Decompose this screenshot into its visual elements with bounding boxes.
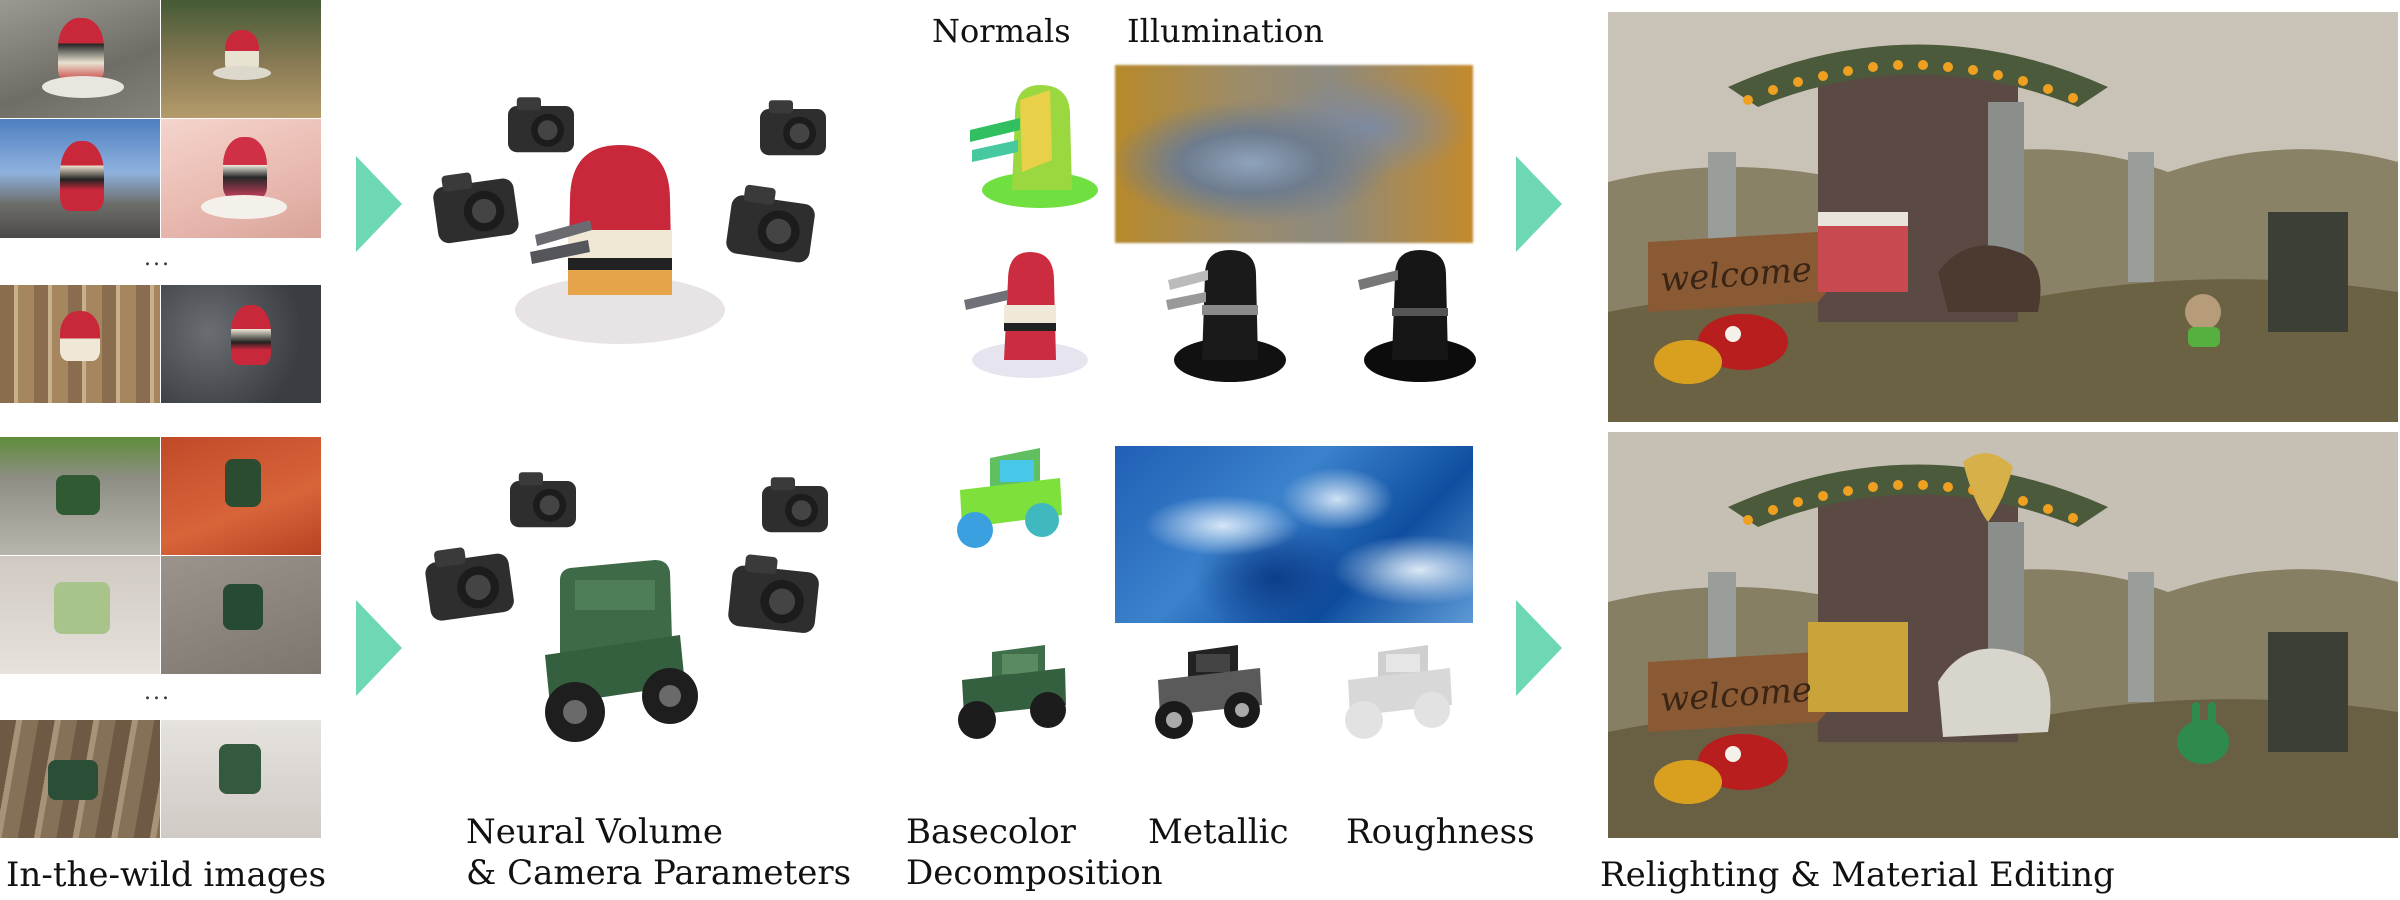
relighting-scene-bottom — [1608, 432, 2398, 838]
wild-photo-tractor-3 — [0, 556, 160, 674]
wild-photo-buoy-1 — [0, 0, 160, 118]
ellipsis-top: ... — [144, 246, 171, 271]
wild-photo-buoy-6 — [161, 285, 321, 403]
label-neural-volume-line2: & Camera Parameters — [466, 852, 852, 893]
wild-photo-tractor-6 — [161, 720, 321, 838]
wild-photo-buoy-5 — [0, 285, 160, 403]
camera-icon — [760, 100, 826, 156]
metallic-buoy — [1166, 250, 1286, 382]
wild-photo-tractor-2 — [161, 437, 321, 555]
camera-icon — [762, 477, 828, 533]
wild-photo-tractor-4 — [161, 556, 321, 674]
camera-icon — [422, 541, 516, 623]
arrow-right-icon — [356, 156, 402, 252]
camera-icon — [510, 472, 576, 528]
decomposition-panel — [957, 85, 1476, 739]
arrow-right-icon — [356, 600, 402, 696]
wild-photo-tractor-5 — [0, 720, 160, 838]
basecolor-buoy — [964, 252, 1088, 378]
label-basecolor-decomposition: Basecolor Decomposition — [906, 812, 1163, 894]
roughness-tractor — [1345, 645, 1452, 739]
arrow-right-icon — [1516, 600, 1562, 696]
illumination-map-bottom — [1115, 446, 1473, 623]
arrow-right-icon — [1516, 156, 1562, 252]
tractor-volume — [545, 560, 698, 742]
header-normals: Normals — [932, 12, 1071, 50]
wild-photo-buoy-3 — [0, 119, 160, 238]
basecolor-tractor — [958, 645, 1066, 739]
buoy-volume — [515, 145, 725, 344]
camera-icon — [508, 97, 574, 153]
wild-photo-buoy-2 — [161, 0, 321, 118]
normals-buoy — [970, 85, 1098, 208]
illumination-map-top — [1115, 65, 1473, 243]
wild-photo-buoy-4 — [161, 119, 321, 238]
neural-volume-panel — [422, 97, 828, 742]
label-in-the-wild-images: In-the-wild images — [6, 855, 327, 895]
camera-icon — [727, 552, 822, 635]
label-metallic: Metallic — [1148, 812, 1289, 852]
label-roughness: Roughness — [1346, 812, 1535, 852]
normals-tractor — [957, 448, 1062, 548]
label-relighting-material-editing: Relighting & Material Editing — [1600, 855, 2115, 895]
ellipsis-bottom: ... — [144, 680, 171, 705]
label-basecolor-line1: Basecolor — [906, 812, 1076, 852]
metallic-tractor — [1155, 645, 1262, 739]
label-neural-volume: Neural Volume & Camera Parameters — [466, 812, 851, 894]
roughness-buoy — [1358, 250, 1476, 382]
header-illumination: Illumination — [1127, 12, 1324, 50]
label-neural-volume-line1: Neural Volume — [466, 812, 724, 852]
label-basecolor-line2: Decomposition — [906, 852, 1163, 893]
camera-icon — [430, 166, 520, 245]
relighting-scene-top — [1608, 12, 2398, 422]
wild-photo-tractor-1 — [0, 437, 160, 555]
camera-icon — [724, 182, 818, 264]
